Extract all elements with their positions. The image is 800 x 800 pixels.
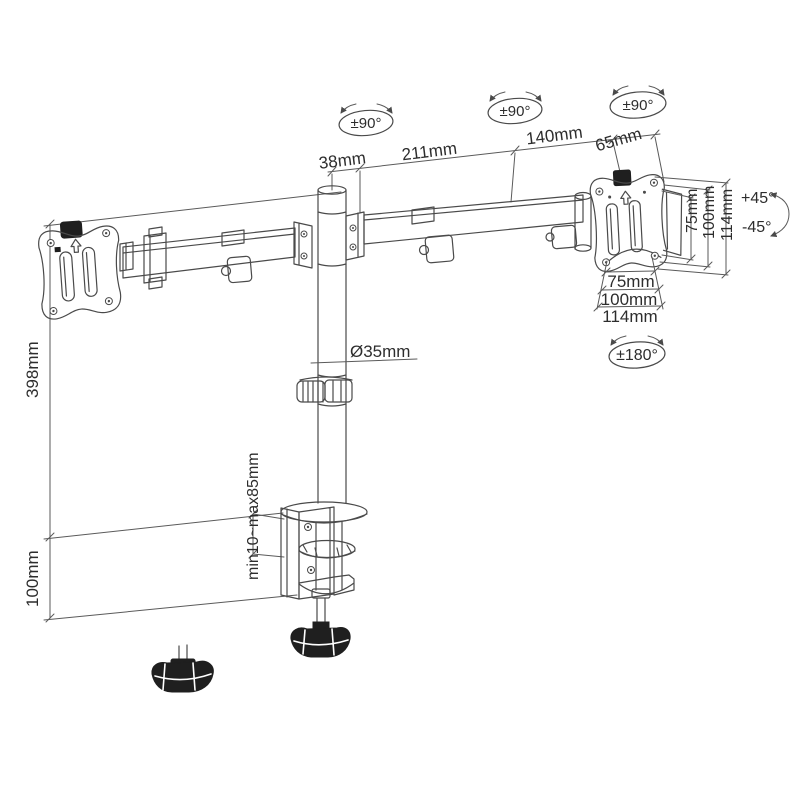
pan-left-label: ±90° bbox=[351, 115, 382, 132]
vesa-v-75-label: 75mm bbox=[684, 189, 701, 233]
swivel-annotation: ±180° bbox=[608, 335, 666, 369]
vesa-v-100-label: 100mm bbox=[701, 186, 718, 239]
vesa-vertical-dimensions: 75mm 100mm 114mm bbox=[654, 176, 736, 279]
pole: Ø35mm bbox=[293, 185, 418, 504]
dim-211mm-label: 211mm bbox=[401, 139, 458, 165]
left-vesa-plate bbox=[38, 220, 122, 320]
right-arm bbox=[363, 191, 592, 264]
dim-398mm-label: 398mm bbox=[23, 341, 42, 398]
pan-middle-label: ±90° bbox=[500, 103, 531, 120]
right-vesa-plate bbox=[589, 169, 683, 272]
dim-100mm-left-label: 100mm bbox=[23, 550, 42, 607]
dim-65mm-label: 65mm bbox=[593, 124, 644, 155]
pole-diameter-label: Ø35mm bbox=[350, 342, 410, 361]
clamp-range-label: min10~max85mm bbox=[245, 452, 262, 580]
pan-rotation-right: ±90° bbox=[609, 85, 667, 119]
clamp-range-dimension: min10~max85mm bbox=[245, 452, 285, 580]
tilt-up-label: +45° bbox=[741, 190, 775, 207]
collar-knurled-knob bbox=[296, 380, 326, 403]
right-plate-keyhole-arrow bbox=[620, 190, 632, 205]
pan-rotation-middle: ±90° bbox=[487, 91, 543, 125]
clamp-knob bbox=[290, 627, 351, 658]
desk-clamp bbox=[280, 501, 368, 658]
swivel-label: ±180° bbox=[616, 347, 658, 364]
vesa-h-75-label: 75mm bbox=[607, 272, 654, 291]
left-dimension-column: 398mm 100mm bbox=[23, 191, 342, 623]
spare-knob bbox=[151, 644, 214, 693]
pan-right-label: ±90° bbox=[623, 97, 654, 114]
vesa-horizontal-dimensions: 75mm 100mm 114mm bbox=[593, 256, 666, 326]
tilt-down-label: -45° bbox=[742, 219, 772, 236]
top-dimension-chain: 38mm 211mm 140mm 65mm bbox=[318, 123, 665, 214]
vesa-h-114-label: 114mm bbox=[602, 307, 657, 326]
tilt-annotation: +45° -45° bbox=[741, 190, 790, 238]
left-plate-keyhole-arrow bbox=[70, 238, 82, 254]
dim-140mm-label: 140mm bbox=[525, 123, 584, 149]
vesa-v-114-label: 114mm bbox=[719, 189, 736, 241]
pan-rotation-left: ±90° bbox=[338, 103, 394, 137]
left-arm bbox=[119, 226, 296, 290]
vesa-h-100-label: 100mm bbox=[601, 290, 658, 309]
